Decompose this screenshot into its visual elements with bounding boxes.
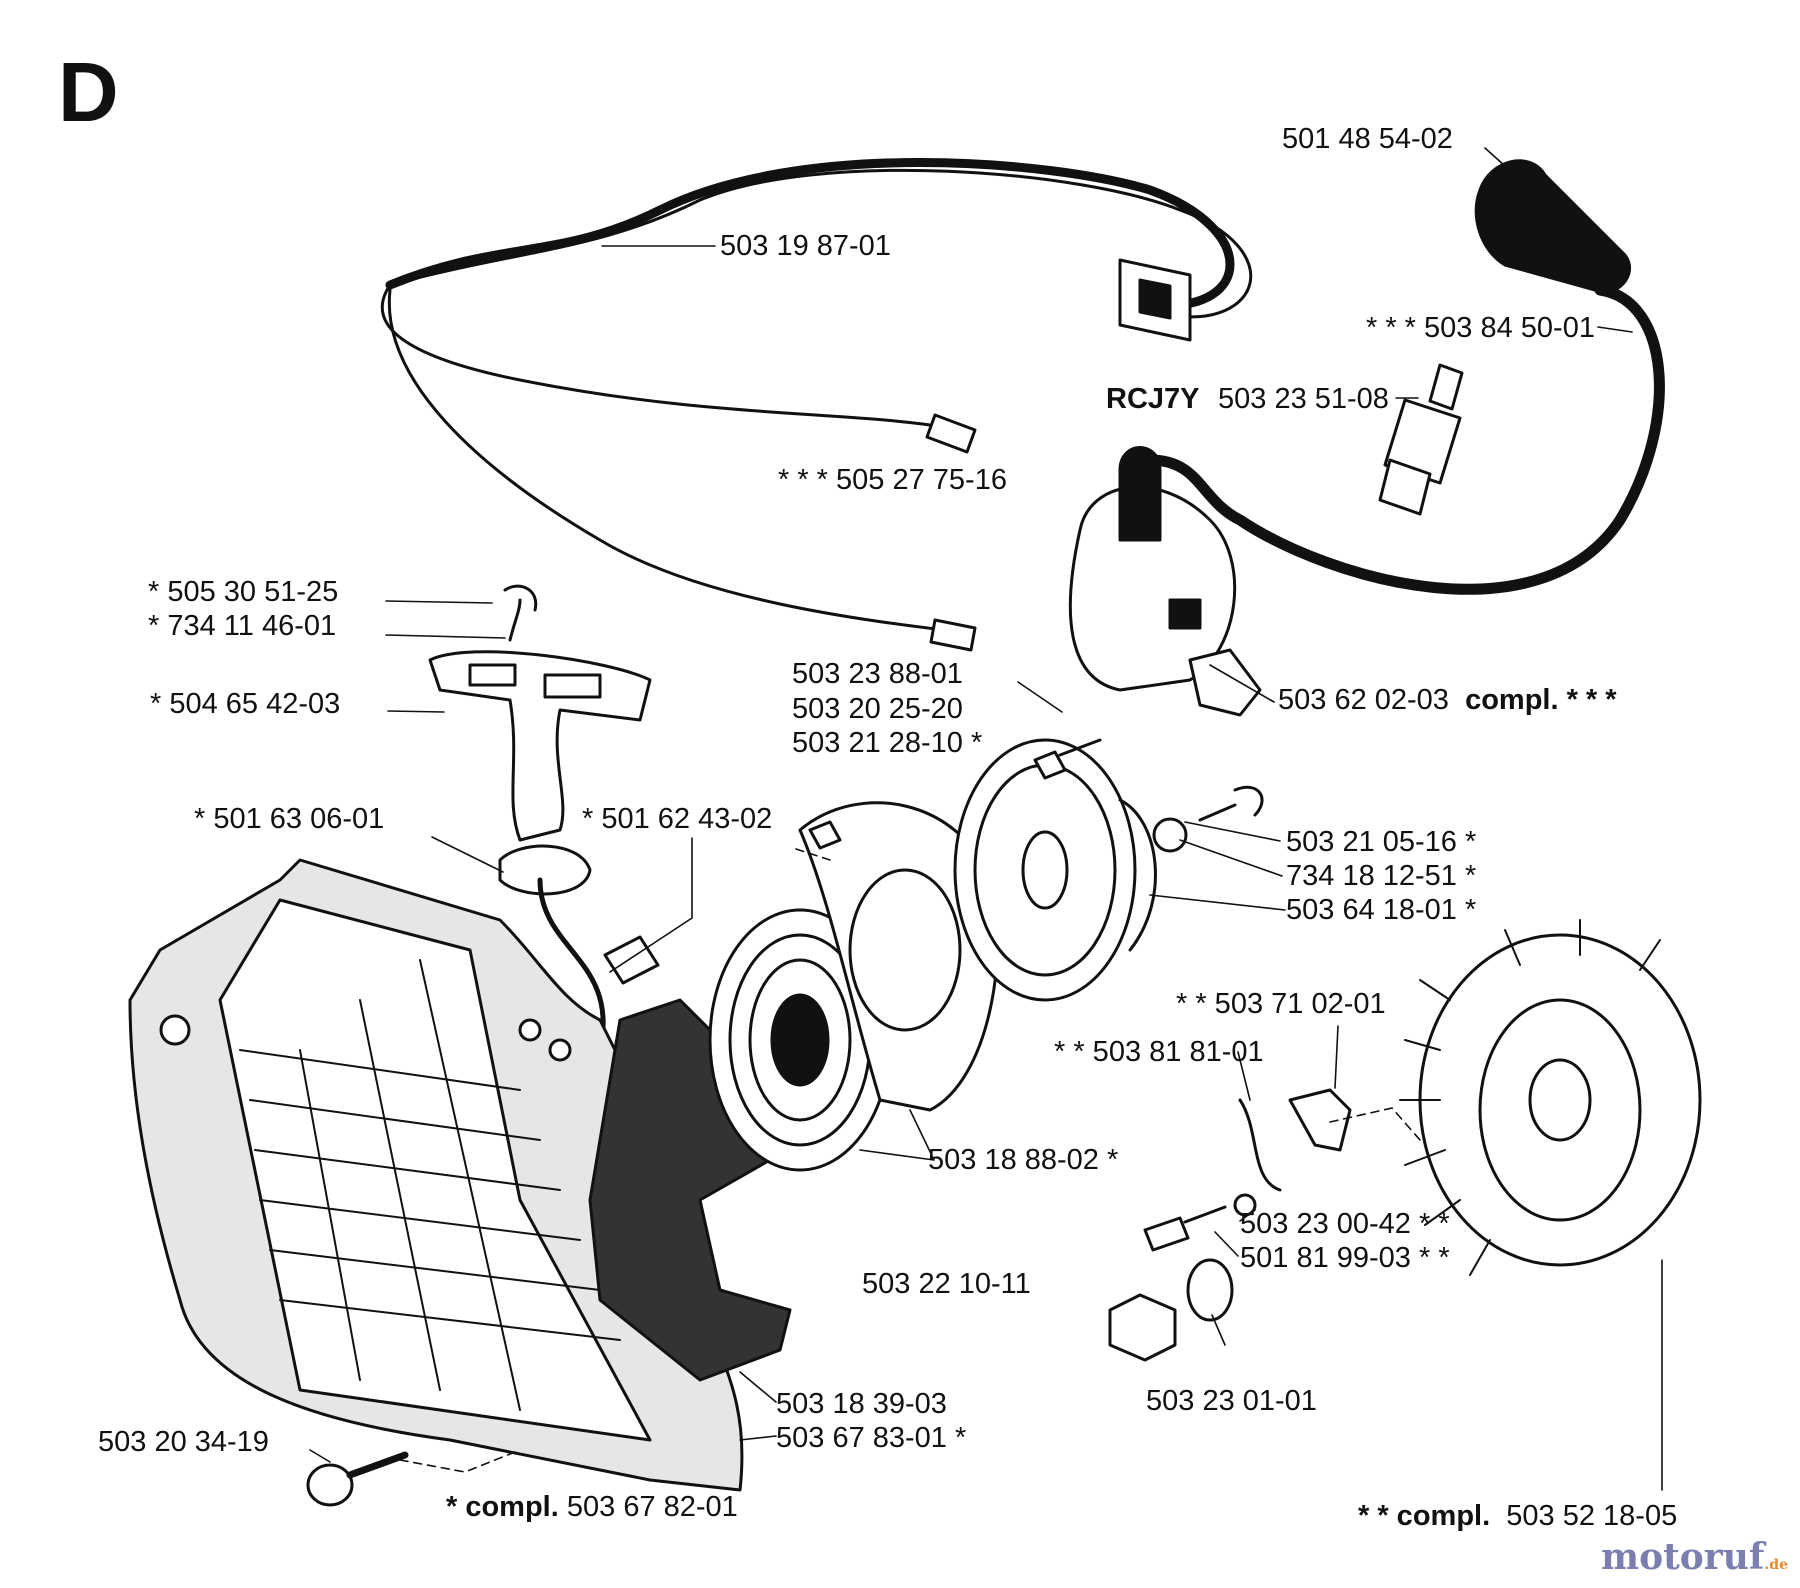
label-bracket: 503 18 39-03 <box>776 1388 947 1420</box>
label-screw-c: 503 21 28-10 * <box>792 727 983 759</box>
label-spring: * * 503 81 81-01 <box>1054 1036 1264 1068</box>
small-screw-a <box>1033 738 1102 780</box>
label-sleeve: * 501 62 43-02 <box>582 803 773 835</box>
starter-cover <box>128 858 744 1492</box>
label-screw-a: 503 23 88-01 <box>792 658 963 690</box>
label-pawl: * * 503 71 02-01 <box>1176 988 1386 1020</box>
pulley-washer <box>1152 817 1188 853</box>
spark-plug-cap <box>1474 159 1632 294</box>
rope-pulley <box>953 738 1157 1002</box>
label-starter-compl-prefix: * compl. <box>446 1491 559 1523</box>
rope-guide <box>498 844 592 896</box>
label-flywheel-washer: 503 23 01-01 <box>1146 1385 1317 1417</box>
label-rope-guide: * 501 63 06-01 <box>194 803 385 835</box>
label-recoil-spring: 503 18 88-02 * <box>928 1144 1119 1176</box>
section-letter: D <box>58 45 119 139</box>
label-pulley-screw: 503 21 05-16 * <box>1286 826 1477 858</box>
wire-harness <box>380 158 1253 652</box>
label-plug-cap: 501 48 54-02 <box>1282 123 1453 155</box>
label-module-suffix: compl. * * * <box>1465 684 1617 716</box>
hv-lead <box>1144 284 1665 595</box>
sleeve <box>603 935 660 985</box>
ignition-module <box>1068 446 1262 717</box>
small-washer <box>1233 1193 1257 1217</box>
label-handle: * 504 65 42-03 <box>150 688 341 720</box>
stop-switch <box>1118 258 1192 342</box>
starter-housing <box>798 801 999 1112</box>
label-grip-washer: * 734 11 46-01 <box>148 610 337 642</box>
pulley-screw <box>1198 785 1264 822</box>
label-washer-small: 503 23 00-42 * * <box>1240 1208 1450 1240</box>
watermark-suffix: .de <box>1764 1557 1788 1573</box>
leader-lines <box>309 147 1663 1491</box>
small-screw-b <box>808 820 842 850</box>
flywheel-nut <box>1108 1293 1177 1362</box>
label-wire-harness: 503 19 87-01 <box>720 230 891 262</box>
starter-handle <box>428 584 652 842</box>
label-pawl-screw: 501 81 99-03 * * <box>1240 1242 1450 1274</box>
flywheel <box>1399 919 1702 1276</box>
flywheel-washer <box>1186 1258 1234 1322</box>
label-hv-lead: * * * 503 84 50-01 <box>1366 312 1595 344</box>
label-plug-type: RCJ7Y <box>1106 383 1200 415</box>
label-flywheel-compl-number: 503 52 18-05 <box>1506 1500 1678 1532</box>
watermark-main: motoruf <box>1601 1536 1765 1578</box>
label-module: 503 62 02-03 compl. * * * <box>1278 686 1617 715</box>
watermark: motoruf.de <box>1601 1536 1788 1578</box>
label-starter-compl: * compl. 503 67 82-01 <box>446 1493 738 1522</box>
spark-plug <box>1378 363 1464 516</box>
label-spark-plug: 503 23 51-08 <box>1218 383 1389 415</box>
label-connector: * * * 505 27 75-16 <box>778 464 1007 496</box>
label-nut: 503 22 10-11 <box>862 1268 1031 1300</box>
pawl-screw <box>1143 1205 1227 1252</box>
label-flywheel-compl-prefix: * * compl. <box>1358 1500 1491 1532</box>
label-starter-compl-number: 503 67 82-01 <box>566 1491 738 1523</box>
label-pulley: 503 64 18-01 * <box>1286 894 1477 926</box>
label-module-number: 503 62 02-03 <box>1278 684 1449 716</box>
cover-screw <box>306 1451 409 1507</box>
pawl <box>1288 1088 1352 1152</box>
label-grip-screw: * 505 30 51-25 <box>148 576 339 608</box>
pawl-spring <box>1238 1098 1282 1192</box>
label-screw-b: 503 20 25-20 <box>792 693 963 725</box>
label-cover-screw: 503 20 34-19 <box>98 1426 269 1458</box>
label-flywheel-compl: * * compl. 503 52 18-05 <box>1358 1502 1677 1531</box>
label-cover-part: 503 67 83-01 * <box>776 1422 967 1454</box>
label-pulley-washer: 734 18 12-51 * <box>1286 860 1477 892</box>
